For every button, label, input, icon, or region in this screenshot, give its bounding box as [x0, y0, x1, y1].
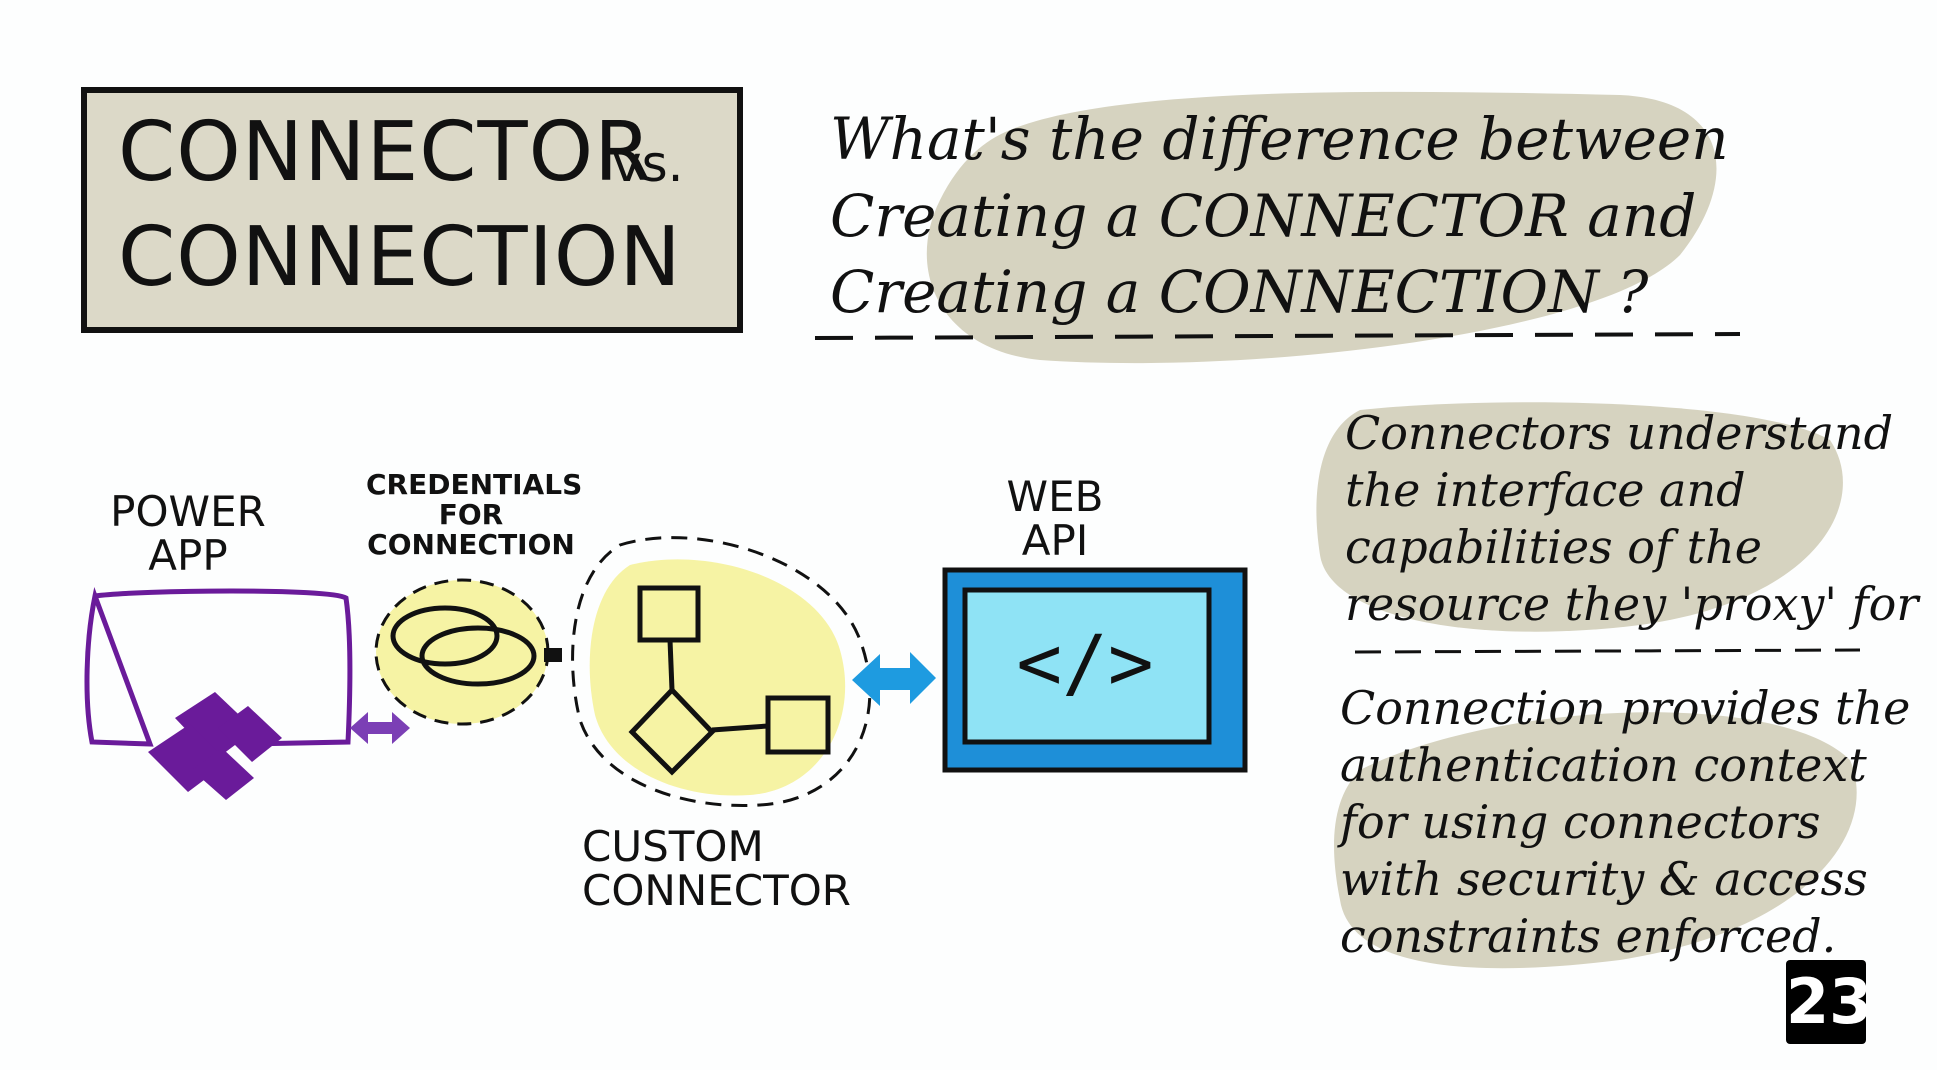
- power-apps-logo-icon: [148, 692, 282, 800]
- web-api-label: WEB API: [1006, 472, 1104, 565]
- title-line-2: CONNECTION: [118, 210, 682, 305]
- custom-connector-outline: [571, 536, 872, 808]
- page-number-badge: 23: [1786, 960, 1872, 1044]
- connector-shapes-icon: [628, 585, 831, 776]
- question-dashed-underline: [814, 332, 1741, 340]
- connectors-note-line-4: resource they 'proxy' for: [1345, 577, 1919, 631]
- custom-connector-label: CUSTOM CONNECTOR: [582, 822, 851, 915]
- connectors-note-highlight: [1316, 402, 1843, 632]
- web-api-link-arrow-icon: [852, 652, 936, 706]
- credentials-rings-icon: [390, 605, 537, 687]
- connectors-note-line-3: capabilities of the: [1345, 520, 1762, 574]
- web-api-window-icon: [942, 567, 1248, 773]
- connection-note-line-3: for using connectors: [1340, 795, 1821, 849]
- question-line-1: What's the difference between: [830, 105, 1729, 173]
- title-box: [81, 87, 743, 333]
- custom-connector-blob: [589, 559, 846, 796]
- credentials-link-plug: [544, 648, 562, 662]
- code-icon: </>: [1016, 618, 1154, 707]
- title-vs: vs.: [612, 135, 684, 193]
- connection-note-line-4: with security & access: [1340, 852, 1868, 906]
- question-highlight-blob: [926, 91, 1717, 364]
- question-line-3: Creating a CONNECTION ?: [830, 258, 1649, 326]
- question-line-2: Creating a CONNECTOR and: [830, 182, 1697, 250]
- connection-note-line-2: authentication context: [1340, 738, 1867, 792]
- power-app-label: POWER APP: [110, 487, 266, 580]
- connection-note-line-1: Connection provides the: [1340, 681, 1911, 735]
- power-app-box: [84, 586, 353, 747]
- connection-note-line-5: constraints enforced.: [1340, 909, 1837, 963]
- connection-note-highlight: [1334, 712, 1857, 969]
- credentials-label: CREDENTIALS FOR CONNECTION: [366, 468, 583, 561]
- title-line-1: CONNECTOR: [118, 105, 653, 200]
- notes-divider: [1354, 648, 1861, 654]
- connectors-note-line-1: Connectors understand: [1345, 406, 1894, 460]
- power-app-link-arrow-icon: [350, 712, 410, 744]
- connectors-note-line-2: the interface and: [1345, 463, 1746, 517]
